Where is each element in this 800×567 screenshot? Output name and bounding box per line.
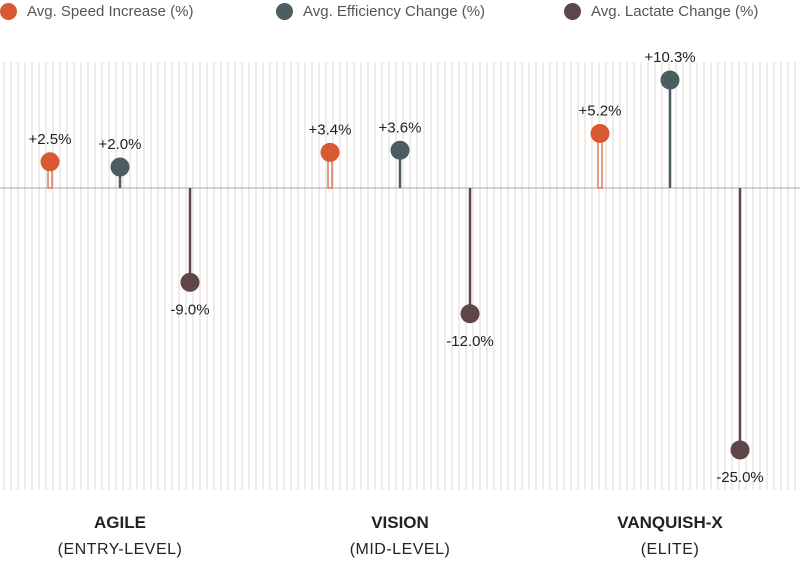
legend-swatch-speed <box>0 3 17 20</box>
data-point <box>730 440 750 460</box>
legend-item-lactate: Avg. Lactate Change (%) <box>564 3 758 20</box>
legend-swatch-lactate <box>564 3 581 20</box>
category-sublabel: (ELITE) <box>640 541 700 558</box>
data-label: +5.2% <box>579 103 622 120</box>
data-point <box>110 157 130 177</box>
legend-label: Avg. Efficiency Change (%) <box>303 3 486 20</box>
data-label: -25.0% <box>716 469 764 486</box>
category-vision: VISION (MID-LEVEL) <box>280 513 520 559</box>
legend-swatch-efficiency <box>276 3 293 20</box>
data-point <box>390 140 410 160</box>
legend-label: Avg. Lactate Change (%) <box>591 3 759 20</box>
category-vanquish-x: VANQUISH-X (ELITE) <box>550 513 790 559</box>
category-label: VANQUISH-X <box>617 513 723 532</box>
category-sublabel: (ENTRY-LEVEL) <box>57 541 183 558</box>
data-label: -12.0% <box>446 333 494 350</box>
category-label: VISION <box>371 513 429 532</box>
data-label: -9.0% <box>170 301 209 318</box>
category-agile: AGILE (ENTRY-LEVEL) <box>0 513 240 559</box>
data-point <box>660 70 680 90</box>
legend-item-speed: Avg. Speed Increase (%) <box>0 3 193 20</box>
data-label: +2.0% <box>99 136 142 153</box>
legend-label: Avg. Speed Increase (%) <box>27 3 194 20</box>
data-point <box>590 124 610 144</box>
category-sublabel: (MID-LEVEL) <box>349 541 451 558</box>
legend: Avg. Speed Increase (%) Avg. Efficiency … <box>0 3 800 27</box>
data-label: +3.6% <box>379 119 422 136</box>
data-label: +2.5% <box>29 131 72 148</box>
category-label: AGILE <box>94 513 146 532</box>
data-point <box>40 152 60 172</box>
data-label: +10.3% <box>644 49 695 66</box>
legend-item-efficiency: Avg. Efficiency Change (%) <box>276 3 485 20</box>
data-label: +3.4% <box>309 121 352 138</box>
data-point <box>320 142 340 162</box>
data-point <box>460 304 480 324</box>
data-point <box>180 272 200 292</box>
